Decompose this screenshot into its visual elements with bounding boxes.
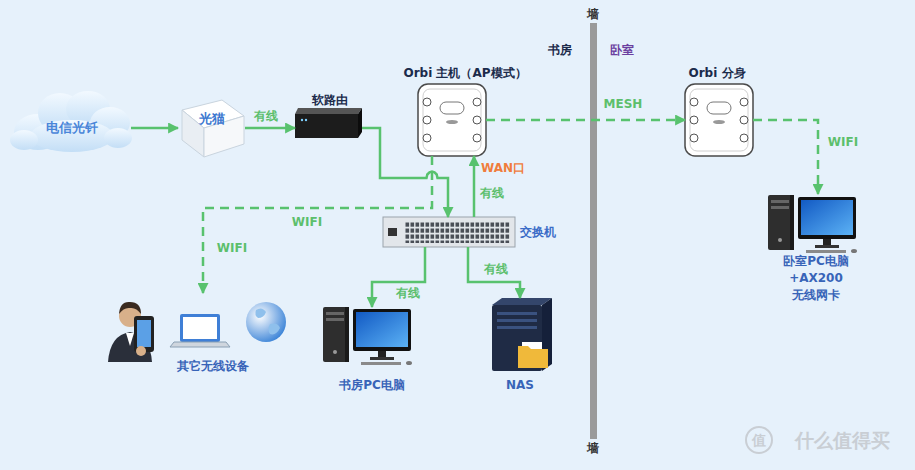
cloud-icon: [10, 91, 132, 152]
nas-slot: [497, 319, 537, 322]
wired-link: [372, 247, 425, 307]
bedroom-pc-icon: [768, 195, 857, 253]
router-led: [305, 119, 307, 121]
orbi-router-icon: [418, 84, 486, 156]
node-label: 软路由: [312, 92, 348, 109]
switch-icon: [383, 217, 515, 247]
nas-node: NAS: [492, 298, 552, 371]
pc-node: 卧室PC电脑 +AX200 无线网卡: [768, 194, 863, 254]
nas-top: [492, 298, 552, 305]
link-label: WIFI: [217, 241, 247, 255]
link-label: MESH: [604, 97, 643, 111]
laptop-lid: [180, 314, 220, 342]
port-label: WAN口: [481, 160, 525, 177]
node-label: Orbi 分身: [689, 65, 746, 82]
watermark-ring: [746, 427, 772, 453]
link-label: 有线: [484, 261, 508, 278]
orbi-satellite-icon: [685, 84, 753, 156]
pc-node: 书房PC电脑: [323, 307, 418, 364]
watermark-logo: 值: [752, 432, 766, 450]
wired-link: [468, 247, 520, 298]
wired-link: [362, 128, 448, 217]
link-label: 有线: [254, 108, 278, 125]
node-label: 交换机: [520, 224, 556, 241]
cloud-puff: [104, 128, 132, 148]
router-led: [301, 119, 303, 121]
globe: [246, 302, 286, 342]
router-icon: [295, 108, 362, 138]
watermark: 什么值得买: [795, 428, 890, 454]
person-hair: [119, 302, 141, 314]
switch-panel: [388, 228, 397, 236]
study-pc-icon: [323, 307, 412, 365]
person-hand: [136, 346, 146, 356]
nas-icon: [492, 298, 552, 371]
nas-folder: [518, 346, 548, 368]
node-label: 书房PC电脑: [339, 377, 405, 394]
link-label: 有线: [480, 185, 504, 202]
ap-node: Orbi 主机（AP模式）: [418, 84, 486, 156]
wireless-link: [486, 119, 685, 122]
node-label: 电信光钎: [46, 119, 98, 137]
wireless-link: [753, 120, 818, 194]
satellite-node: Orbi 分身: [685, 84, 753, 156]
router-node: 软路由: [295, 108, 362, 139]
laptop-screen: [183, 317, 217, 339]
wall: [590, 23, 597, 439]
router-top: [295, 108, 362, 114]
globe-land: [255, 308, 266, 318]
wall-label: 墙: [587, 440, 599, 457]
node-label: 光猫: [199, 110, 225, 128]
modem-node: 光猫: [178, 100, 245, 158]
phone-body: [134, 316, 154, 352]
wireless-devices-icon: [108, 302, 286, 362]
phone-screen: [137, 320, 151, 347]
wired-link: [245, 127, 295, 130]
node-label: 卧室PC电脑 +AX200 无线网卡: [764, 253, 868, 304]
room-label: 书房: [548, 42, 572, 59]
node-label: Orbi 主机（AP模式）: [403, 65, 526, 82]
wired-link: [131, 127, 178, 130]
node-label: 其它无线设备: [177, 358, 249, 375]
cloud-puff: [30, 120, 114, 152]
switch-node: 交换机: [383, 217, 515, 247]
wireless-link: [203, 156, 432, 293]
cloud-node: 电信光钎: [15, 92, 131, 154]
modem-icon: [182, 100, 244, 157]
link-label: 有线: [396, 285, 420, 302]
device-group: 其它无线设备: [105, 293, 290, 355]
node-label: NAS: [506, 378, 534, 392]
link-label: WIFI: [828, 135, 858, 149]
person-shirt: [126, 333, 134, 346]
laptop-base: [170, 342, 230, 347]
nas-slot: [497, 312, 537, 315]
wired-link: [473, 156, 476, 217]
router-front: [295, 114, 358, 138]
router-side: [358, 108, 362, 138]
link-label: WIFI: [292, 215, 322, 229]
room-label: 卧室: [610, 42, 634, 59]
switch-ports: [405, 221, 510, 243]
switch-body: [383, 217, 515, 247]
globe-land: [269, 324, 281, 335]
wall-label: 墙: [587, 6, 599, 23]
cloud-puff: [10, 130, 38, 150]
nas-slot: [497, 326, 537, 329]
